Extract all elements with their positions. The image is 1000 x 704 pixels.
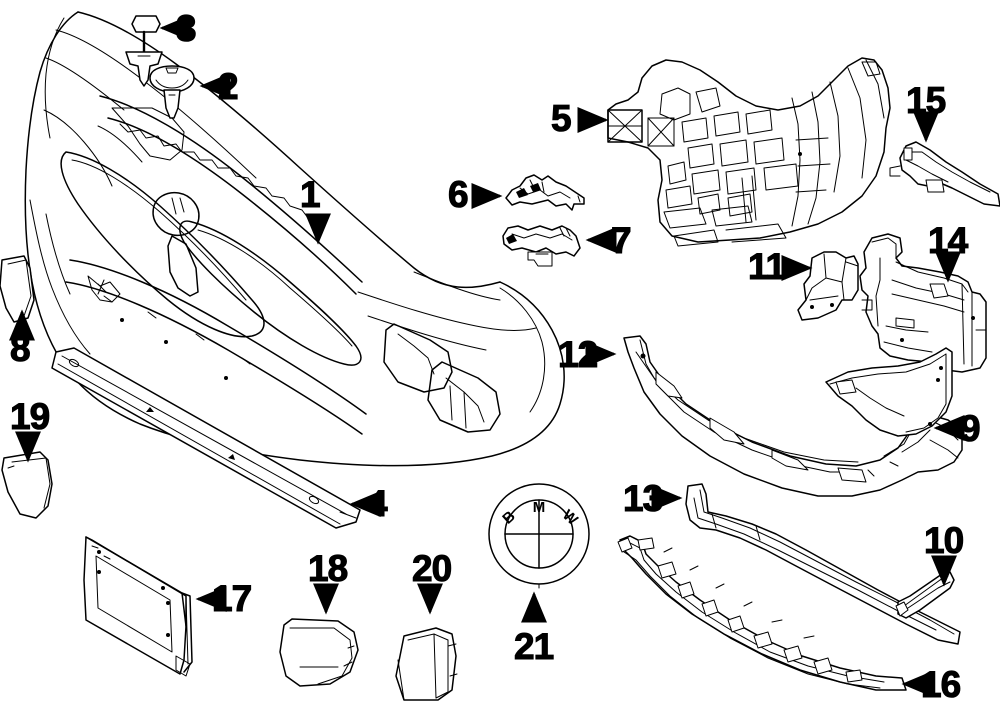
part-4-lower-trim-strip bbox=[51, 347, 361, 529]
callout-label-3[interactable]: 3 bbox=[175, 8, 197, 49]
svg-text:M: M bbox=[533, 499, 546, 516]
part-11-support-bracket bbox=[797, 251, 859, 321]
callout-label-15[interactable]: 15 bbox=[905, 80, 946, 121]
part-6-bumper-mounting-bracket-upper bbox=[505, 174, 585, 211]
part-21-bmw-roundel-emblem: M B W bbox=[488, 483, 590, 589]
part-1-front-bumper-cover bbox=[24, 11, 565, 467]
callout-label-5[interactable]: 5 bbox=[550, 98, 572, 139]
callout-label-12[interactable]: 12 bbox=[557, 334, 598, 375]
callout-label-19[interactable]: 19 bbox=[9, 396, 50, 437]
part-14-radiator-support-frame bbox=[859, 233, 987, 373]
part-15-side-rail-bracket-right bbox=[889, 141, 1000, 207]
callout-label-4[interactable]: 4 bbox=[366, 483, 388, 524]
callout-label-6[interactable]: 6 bbox=[447, 174, 469, 215]
part-8-side-guide-bracket-left bbox=[0, 255, 35, 323]
callout-label-9[interactable]: 9 bbox=[959, 408, 981, 449]
part-3-expanding-rivet-clip bbox=[125, 15, 163, 87]
part-5-air-duct-energy-absorber bbox=[607, 57, 891, 247]
part-17-license-plate-bracket bbox=[83, 536, 193, 677]
callout-label-8[interactable]: 8 bbox=[9, 328, 31, 369]
part-16-lower-deflector-carrier bbox=[617, 535, 907, 691]
callout-label-16[interactable]: 16 bbox=[920, 664, 961, 704]
callout-label-13[interactable]: 13 bbox=[622, 478, 663, 519]
callout-label-18[interactable]: 18 bbox=[307, 548, 348, 589]
part-9-impact-bar-end-bracket bbox=[825, 347, 953, 437]
part-19-tow-hook-cover bbox=[1, 451, 53, 519]
callout-label-10[interactable]: 10 bbox=[923, 520, 964, 561]
part-7-bumper-mounting-bracket-lower bbox=[502, 225, 581, 267]
callout-label-21[interactable]: 21 bbox=[513, 626, 554, 667]
callout-label-20[interactable]: 20 bbox=[411, 548, 452, 589]
callout-leaders bbox=[8, 15, 965, 697]
callout-label-2[interactable]: 2 bbox=[217, 66, 239, 107]
part-2-push-in-clip-large bbox=[149, 65, 195, 119]
callout-label-11[interactable]: 11 bbox=[747, 246, 786, 287]
part-18-air-intake-grille-left bbox=[279, 618, 359, 687]
callout-label-1[interactable]: 1 bbox=[299, 174, 321, 215]
callout-label-7[interactable]: 7 bbox=[610, 220, 632, 261]
callout-label-17[interactable]: 17 bbox=[211, 578, 252, 619]
part-20-air-intake-grille-right bbox=[395, 627, 458, 701]
callout-label-14[interactable]: 14 bbox=[927, 220, 968, 261]
